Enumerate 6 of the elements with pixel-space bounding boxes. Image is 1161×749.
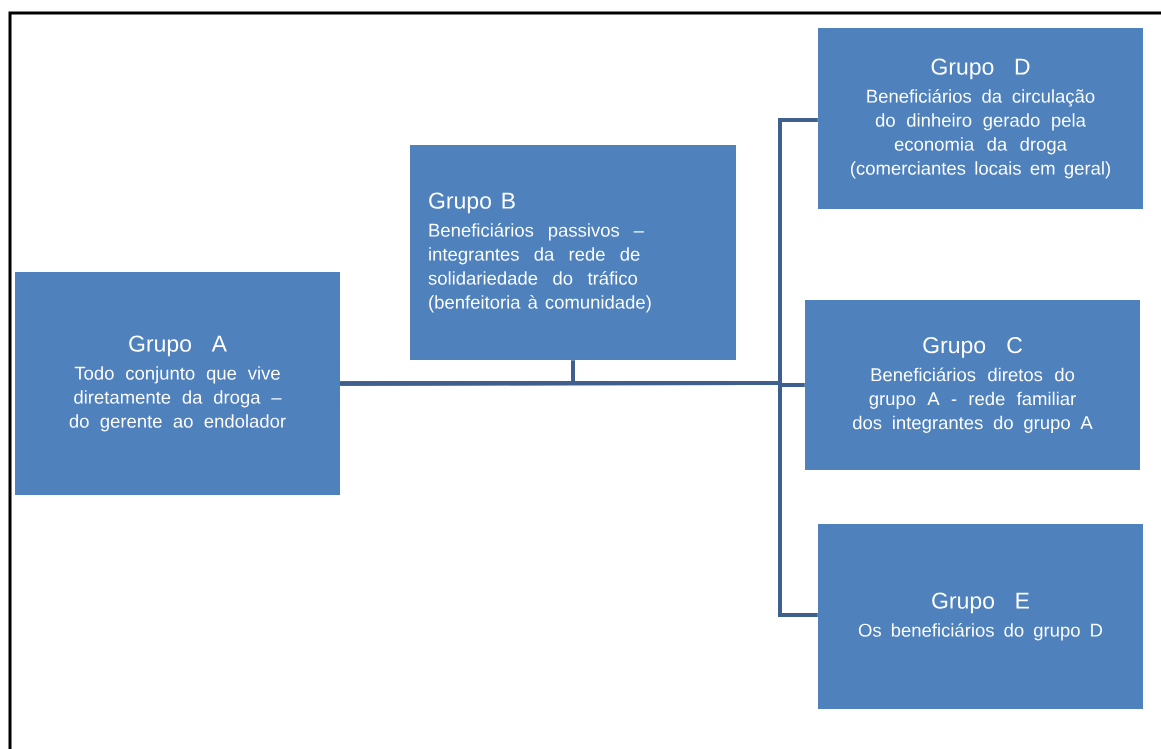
group-box: Grupo A Todo conjunto que vive diretamente da droga – do gerente ao endolador: [15, 272, 340, 495]
group-box: Grupo D Beneficiários da circulação do dinheiro gerado pela economia da droga (comerciantes locais em geral): [818, 28, 1143, 209]
group-box: Grupo B Beneficiários passivos – integrantes da rede de solidariedade do tráfico (benfeitoria à comunidade): [410, 145, 736, 360]
group-box: Grupo C Beneficiários diretos do grupo A - rede familiar dos integrantes do grupo A: [805, 300, 1140, 470]
group-box: Grupo E Os beneficiários do grupo D: [818, 524, 1143, 709]
connector-line: [340, 381, 818, 617]
